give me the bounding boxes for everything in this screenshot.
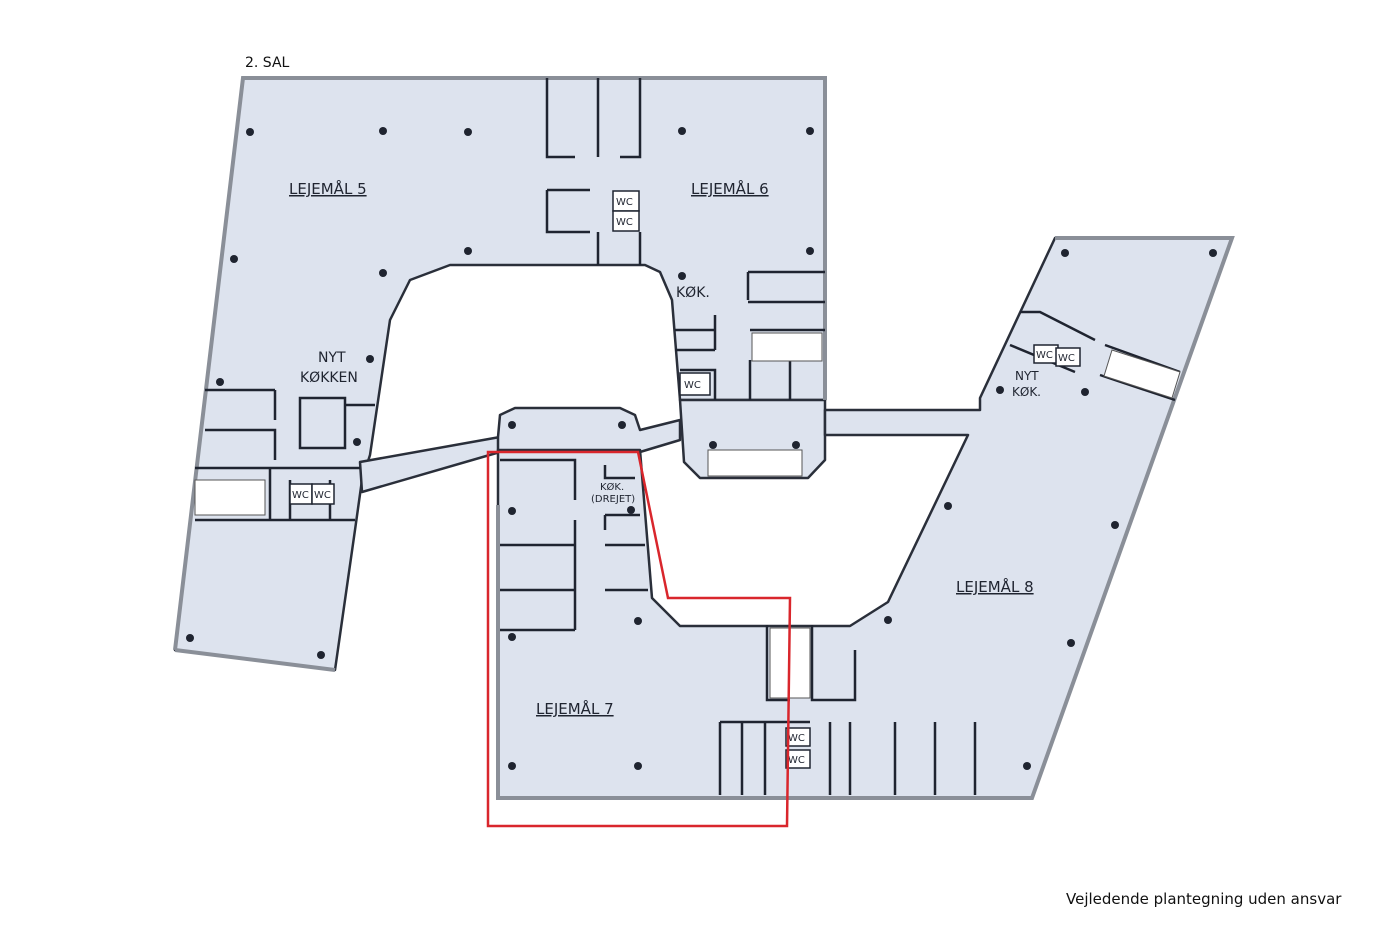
facade-north (173, 76, 827, 651)
stair-east (1103, 349, 1181, 399)
svg-text:WC: WC (788, 755, 805, 766)
floor-label: 2. SAL (245, 55, 290, 71)
bridge-west (358, 435, 502, 494)
central-lobby (496, 406, 682, 454)
highlighted-lease-area (486, 450, 792, 828)
room-label-lejemaal-8: LEJEMÅL 8 (956, 577, 1034, 596)
facade-east (496, 236, 1235, 800)
kitchen-label: NYT (318, 350, 346, 366)
facade-west (174, 648, 336, 672)
kitchen-label: KØK. (1012, 385, 1041, 399)
stair-west (194, 479, 266, 516)
room-label-lejemaal-7: LEJEMÅL 7 (536, 699, 614, 718)
stair-north (751, 332, 823, 362)
svg-text:WC: WC (314, 490, 331, 501)
svg-text:WC: WC (684, 380, 701, 391)
kitchen-label: (DREJET) (591, 494, 635, 505)
kitchen-label: NYT (1015, 369, 1039, 383)
svg-text:WC: WC (788, 733, 805, 744)
svg-text:WC: WC (292, 490, 309, 501)
interior-walls (195, 78, 1181, 795)
disclaimer: Vejledende plantegning uden ansvar (1066, 890, 1342, 908)
kitchen-label: KØK. (676, 285, 710, 301)
stair-central (707, 449, 803, 477)
svg-text:WC: WC (616, 197, 633, 208)
wc-group: WC WC WC WC WC WC WC WC WC (289, 190, 1081, 769)
svg-text:WC: WC (1058, 353, 1075, 364)
room-label-lejemaal-5: LEJEMÅL 5 (289, 179, 367, 198)
room-label-lejemaal-6: LEJEMÅL 6 (691, 179, 769, 198)
kitchen-label: KØKKEN (300, 370, 358, 386)
svg-text:WC: WC (616, 217, 633, 228)
columns (186, 127, 1217, 770)
kitchen-label: KØK. (600, 481, 624, 493)
svg-text:WC: WC (1036, 350, 1053, 361)
